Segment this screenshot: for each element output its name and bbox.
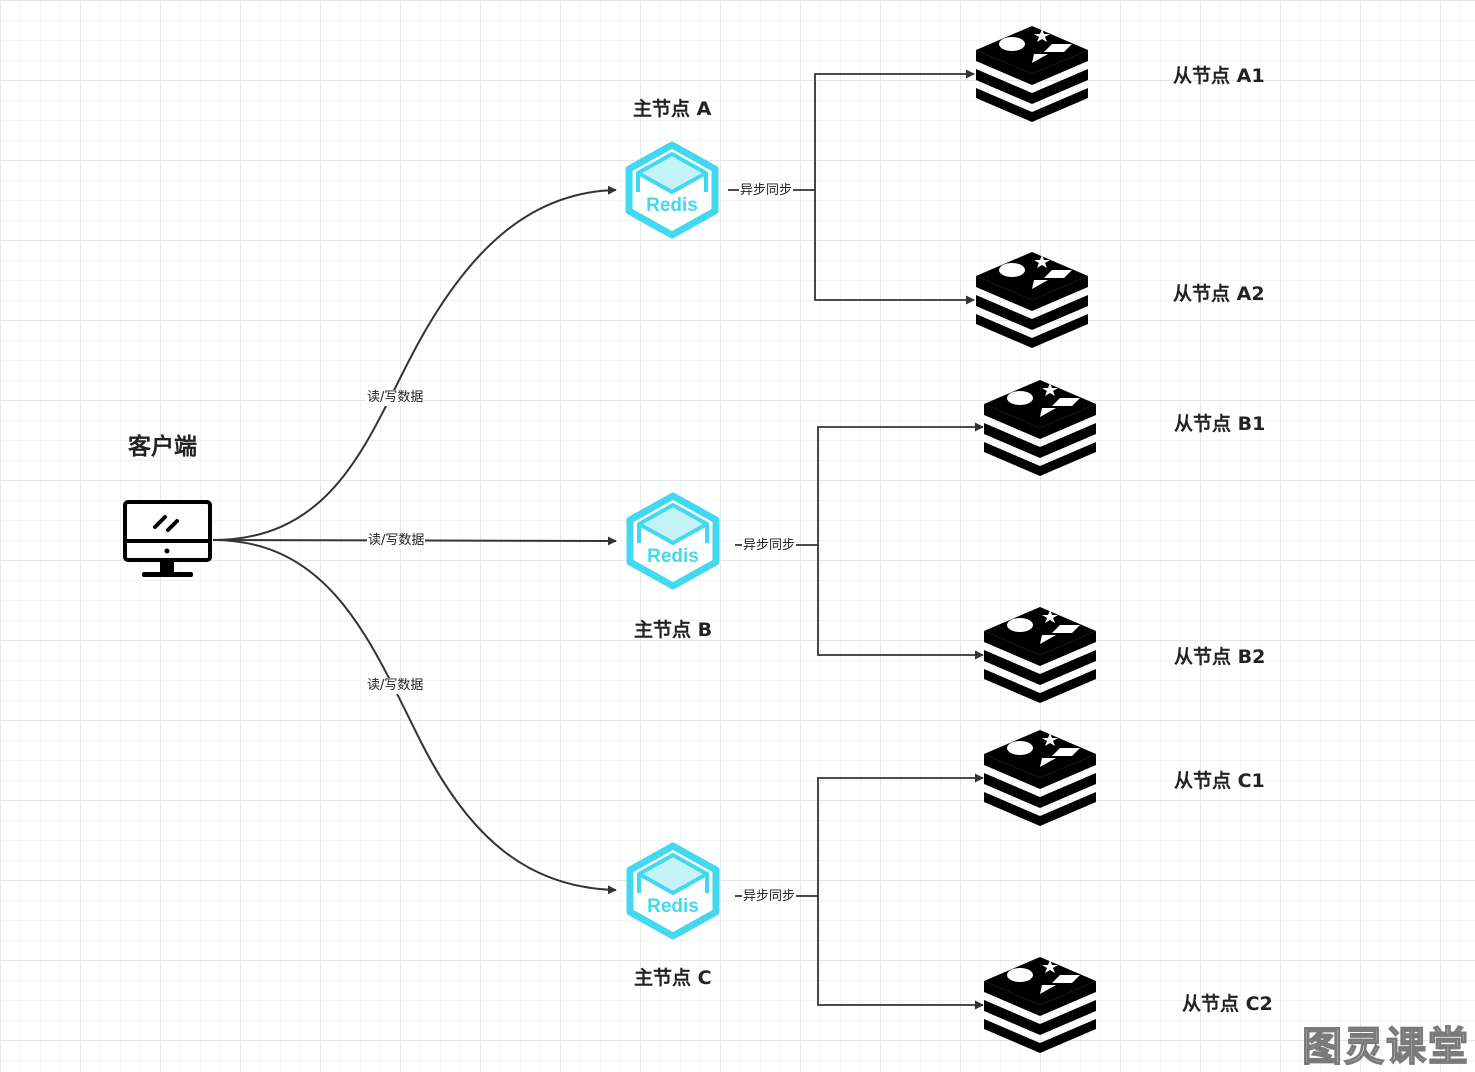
replica-label-a1: 从节点 A1 [1173, 65, 1265, 87]
replica-label-c1: 从节点 C1 [1174, 770, 1265, 792]
redis-master-c-text: Redis [647, 896, 699, 917]
edge-master-b-to-b1 [735, 422, 984, 546]
redis-master-b-text: Redis [647, 546, 699, 567]
redis-master-icon-a: Redis [629, 145, 715, 235]
redis-replica-icon-c2 [984, 957, 1096, 1053]
edge-master-a-to-a1 [728, 69, 975, 191]
replica-label-a2: 从节点 A2 [1173, 283, 1265, 305]
edge-master-c-to-c2 [817, 896, 984, 1010]
redis-replica-icon-a2 [976, 252, 1088, 348]
edge-master-c-to-c1 [735, 773, 984, 897]
edge-label-sync-b: 异步同步 [742, 538, 797, 554]
edge-client-to-master-a [212, 185, 617, 541]
edge-label-rw-c: 读/写数据 [366, 678, 425, 694]
edge-client-to-master-c [212, 539, 617, 895]
replica-label-b1: 从节点 B1 [1174, 413, 1266, 435]
redis-master-icon-c: Redis [630, 846, 716, 936]
redis-master-a-text: Redis [646, 195, 698, 216]
redis-master-icon-b: Redis [630, 496, 716, 586]
redis-replica-icon-c1 [984, 730, 1096, 826]
edge-master-b-to-b2 [817, 545, 984, 660]
edge-label-rw-b: 读/写数据 [367, 533, 426, 549]
redis-replica-icon-a1 [976, 26, 1088, 122]
master-label-b: 主节点 B [634, 619, 713, 641]
watermark-logo: 图灵课堂 [1301, 1023, 1470, 1070]
client-label: 客户端 [128, 434, 197, 460]
redis-replica-icon-b1 [984, 380, 1096, 476]
edge-label-sync-a: 异步同步 [739, 183, 794, 199]
client-computer-icon [123, 500, 212, 577]
replica-label-c2: 从节点 C2 [1182, 993, 1273, 1015]
replica-label-b2: 从节点 B2 [1174, 646, 1266, 668]
edge-label-rw-a: 读/写数据 [366, 390, 425, 406]
edge-master-a-to-a2 [814, 190, 975, 305]
master-label-c: 主节点 C [634, 967, 712, 989]
edge-label-sync-c: 异步同步 [742, 889, 797, 905]
master-label-a: 主节点 A [633, 98, 712, 120]
redis-replica-icon-b2 [984, 607, 1096, 703]
